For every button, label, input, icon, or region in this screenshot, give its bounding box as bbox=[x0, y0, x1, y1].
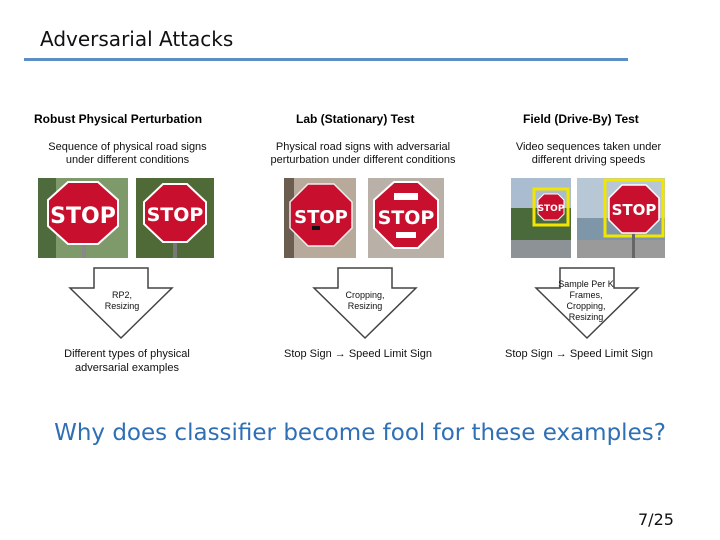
stop-sign-label: STOP bbox=[378, 207, 435, 229]
stop-sign-label: STOP bbox=[147, 204, 204, 226]
field-video-frame-2: STOP bbox=[577, 178, 665, 258]
column-1-arrow-text: RP2, Resizing bbox=[96, 290, 148, 312]
stop-sign-label: STOP bbox=[612, 201, 657, 219]
page-number: 7/25 bbox=[638, 510, 674, 529]
column-1-subtitle: Sequence of physical road signs under di… bbox=[40, 141, 215, 167]
stop-sign-label: STOP bbox=[294, 207, 348, 228]
stop-sign-photo-1: STOP bbox=[38, 178, 128, 258]
column-2-heading: Lab (Stationary) Test bbox=[296, 112, 414, 126]
stop-sign-label: STOP bbox=[538, 204, 565, 214]
column-2-result: Stop Sign → Speed Limit Sign bbox=[284, 347, 432, 361]
column-1-result: Different types of physical adversarial … bbox=[52, 347, 202, 375]
column-3-arrow-text: Sample Per K Frames, Cropping, Resizing bbox=[556, 279, 616, 323]
column-3-heading: Field (Drive-By) Test bbox=[523, 112, 639, 126]
lab-stop-sign-photo-2: STOP bbox=[368, 178, 444, 258]
question-text: Why does classifier become fool for thes… bbox=[0, 420, 720, 446]
column-2-subtitle: Physical road signs with adversarial per… bbox=[258, 141, 468, 167]
stop-sign-photo-2: STOP bbox=[136, 178, 214, 258]
column-1-heading: Robust Physical Perturbation bbox=[34, 112, 202, 126]
field-video-frame-1: STOP bbox=[511, 178, 571, 258]
stop-sign-label: STOP bbox=[50, 204, 116, 229]
lab-stop-sign-photo-1: STOP bbox=[284, 178, 356, 258]
column-3-result: Stop Sign → Speed Limit Sign bbox=[505, 347, 653, 361]
column-3-subtitle: Video sequences taken under different dr… bbox=[506, 141, 671, 167]
column-2-arrow-text: Cropping, Resizing bbox=[336, 290, 394, 312]
